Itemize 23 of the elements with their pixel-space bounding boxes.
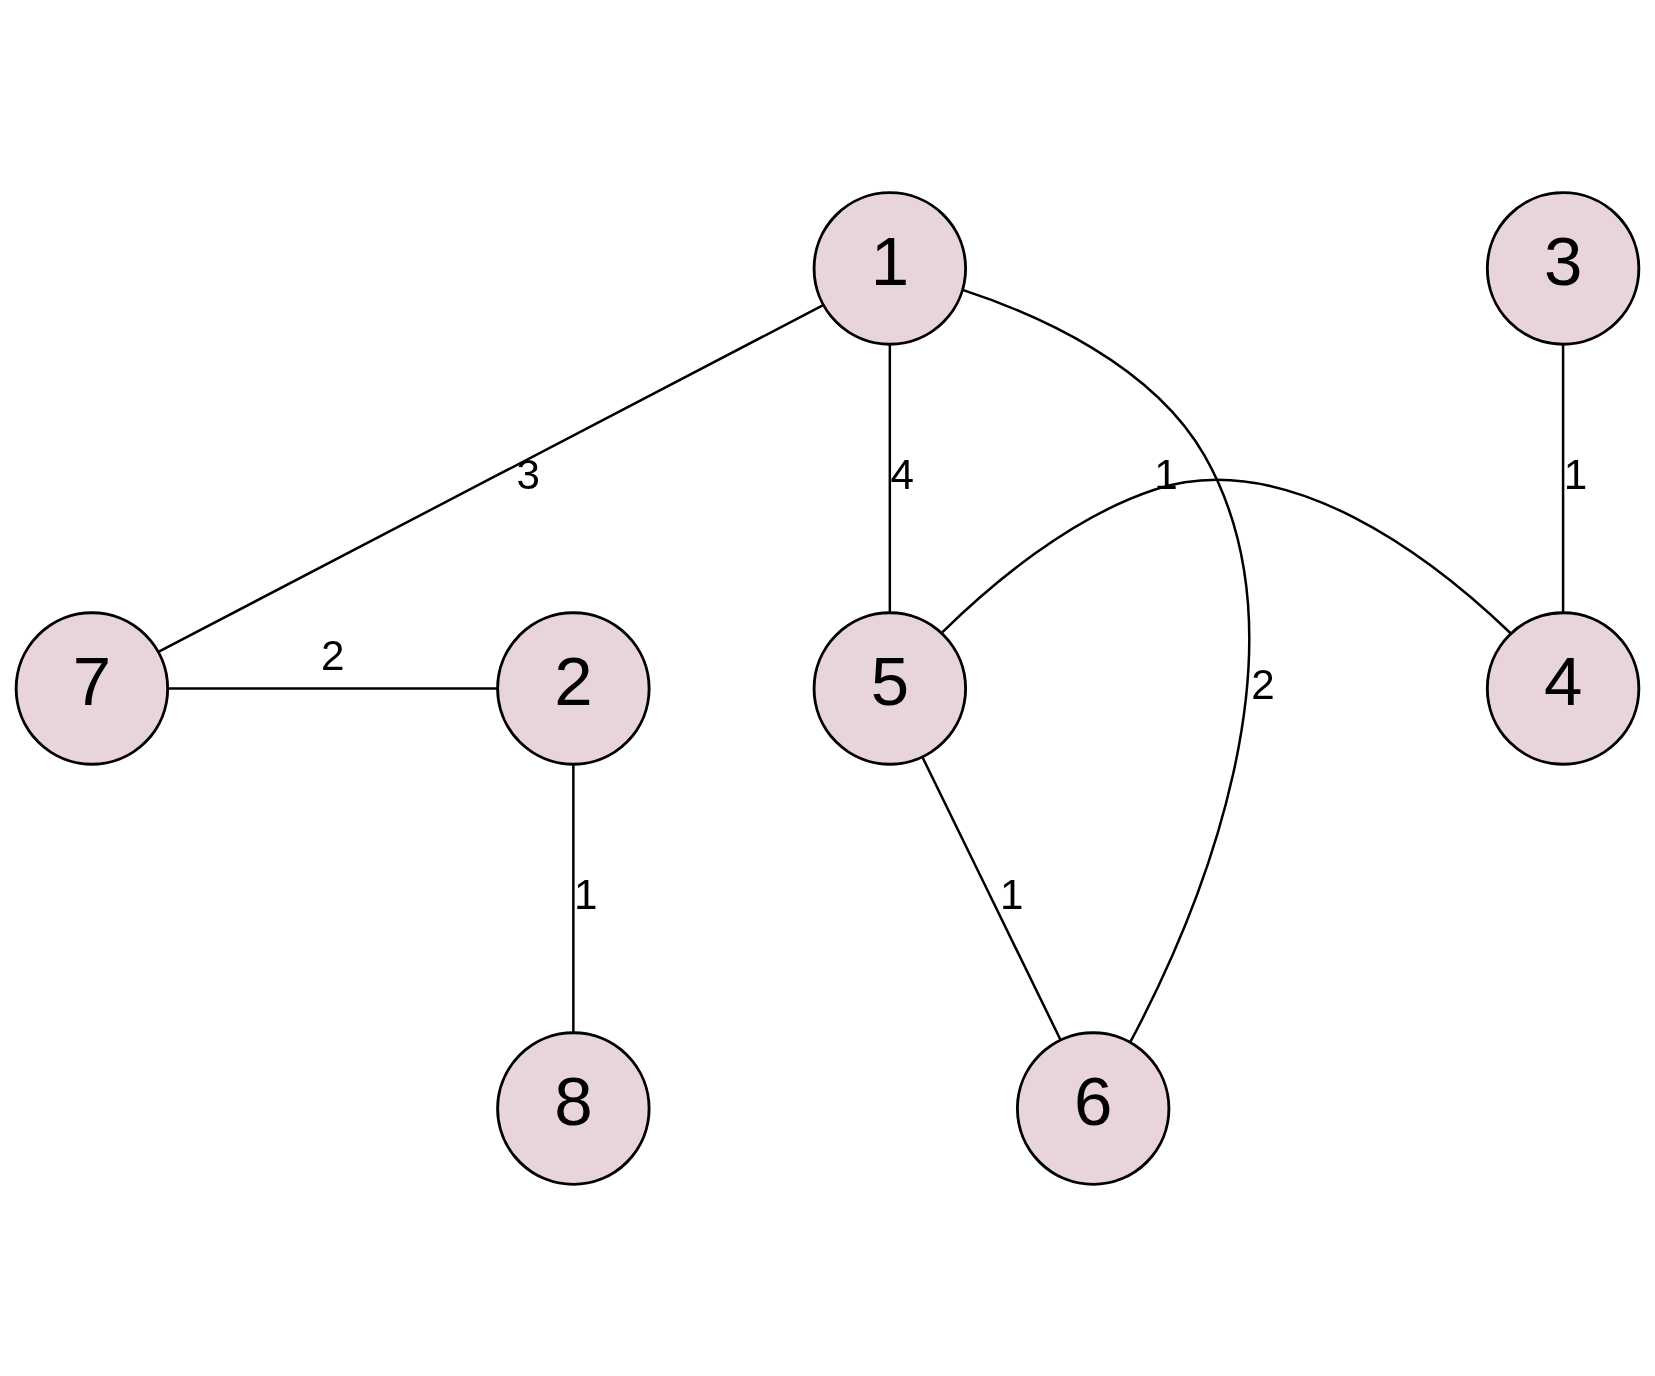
node-circle: 7 [14,610,170,766]
connector [962,288,1250,1042]
node-circle: 8 [496,1030,651,1186]
edge-label: 4 [890,450,915,498]
node-circle: 1 [812,190,968,346]
edge-label: 3 [516,450,541,498]
node-circle: 3 [1485,190,1641,346]
connector [921,756,1062,1040]
connector [888,344,892,612]
connector [168,686,498,690]
edge-label: 2 [320,631,345,679]
connector [157,303,824,653]
node-circle: 2 [496,610,651,766]
edge-label: 1 [1563,450,1588,498]
node-circle: 6 [1015,1030,1171,1186]
edge-label: 1 [574,870,598,918]
connector [1561,344,1565,612]
edge-label: 2 [1251,660,1275,708]
connector [572,764,575,1032]
edge-label: 1 [999,870,1024,918]
node-circle: 5 [812,610,968,766]
connector [941,478,1512,634]
node-circle: 4 [1485,610,1641,766]
